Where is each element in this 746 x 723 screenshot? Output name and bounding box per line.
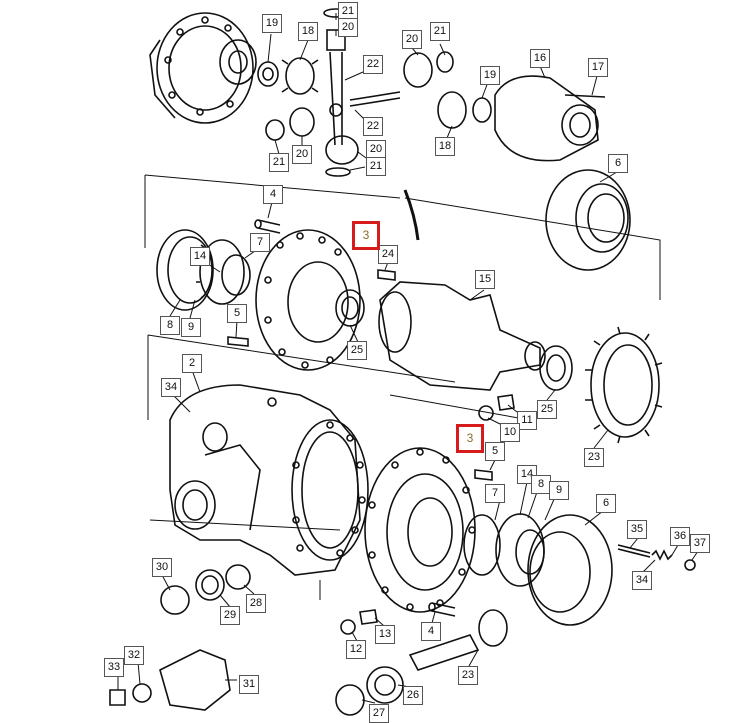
part-label: 22 <box>363 55 383 74</box>
pin-4-upper <box>254 219 281 234</box>
part-label: 32 <box>124 646 144 665</box>
yoke-31-33 <box>109 649 231 711</box>
part-label: 34 <box>161 378 181 397</box>
part-label: 30 <box>152 558 172 577</box>
gear-ring-14 <box>196 239 251 305</box>
part-label: 20 <box>366 140 386 159</box>
part-label: 36 <box>670 527 690 546</box>
differential-case-15 <box>378 281 546 391</box>
part-label: 5 <box>485 442 505 461</box>
part-label: 5 <box>227 304 247 323</box>
pin-4-lower <box>428 602 456 617</box>
part-label: 21 <box>430 22 450 41</box>
gear-ring-7-lower <box>463 513 545 587</box>
part-label: 13 <box>375 625 395 644</box>
part-label: 22 <box>363 117 383 136</box>
part-label: 19 <box>262 14 282 33</box>
bearing-25-right <box>539 345 573 391</box>
part-label: 14 <box>190 247 210 266</box>
part-label: 16 <box>530 49 550 68</box>
part-label: 9 <box>181 318 201 337</box>
part-label: 2 <box>182 354 202 373</box>
part-label: 33 <box>104 658 124 677</box>
seal-ring-8-9 <box>156 229 214 311</box>
part-label: 15 <box>475 270 495 289</box>
part-label: 6 <box>608 154 628 173</box>
part-label: 19 <box>480 66 500 85</box>
part-label: 11 <box>517 411 537 430</box>
part-label: 37 <box>690 534 710 553</box>
part-label: 34 <box>632 571 652 590</box>
axle-housing-2 <box>169 384 369 576</box>
part-label: 21 <box>338 2 358 21</box>
part-label: 23 <box>458 666 478 685</box>
nut-12-13 <box>340 609 378 635</box>
differential-case-top <box>149 12 257 124</box>
highlighted-part-label-lower[interactable]: 3 <box>456 424 484 453</box>
part-label: 35 <box>627 520 647 539</box>
part-label: 31 <box>239 675 259 694</box>
leader-lines <box>117 13 699 704</box>
bearing-cup-6-lower <box>527 514 613 626</box>
carrier-housing-16 <box>494 75 606 162</box>
part-label: 28 <box>246 594 266 613</box>
part-label: 8 <box>531 475 551 494</box>
part-label: 25 <box>537 400 557 419</box>
part-label: 10 <box>500 423 520 442</box>
part-label: 25 <box>347 341 367 360</box>
part-label: 27 <box>369 704 389 723</box>
part-label: 20 <box>338 18 358 37</box>
part-label: 4 <box>421 622 441 641</box>
highlighted-part-label-upper[interactable]: 3 <box>352 221 380 250</box>
part-label: 8 <box>160 316 180 335</box>
assembly-outline-lower <box>147 335 531 600</box>
hub-flange-3-lower <box>364 447 476 613</box>
part-label: 17 <box>588 58 608 77</box>
bearing-cup-6-top <box>545 169 631 271</box>
part-label: 24 <box>378 245 398 264</box>
part-label: 20 <box>402 30 422 49</box>
part-label: 23 <box>584 448 604 467</box>
bolt-5-lower <box>474 469 493 481</box>
part-label: 6 <box>596 494 616 513</box>
bearing-29-30 <box>160 564 251 615</box>
part-label: 18 <box>435 137 455 156</box>
part-label: 4 <box>263 185 283 204</box>
bolt-5-upper <box>227 336 249 347</box>
part-label: 26 <box>403 686 423 705</box>
part-label: 21 <box>366 157 386 176</box>
part-label: 20 <box>292 145 312 164</box>
part-label: 12 <box>346 640 366 659</box>
part-label: 7 <box>250 233 270 252</box>
bolt-24 <box>377 269 396 281</box>
part-label: 18 <box>298 22 318 41</box>
part-label: 29 <box>220 606 240 625</box>
part-label: 9 <box>549 481 569 500</box>
part-label: 21 <box>269 153 289 172</box>
part-label: 7 <box>485 484 505 503</box>
ring-gear-23-upper <box>585 326 663 444</box>
spring-pin-35-37 <box>617 544 696 571</box>
